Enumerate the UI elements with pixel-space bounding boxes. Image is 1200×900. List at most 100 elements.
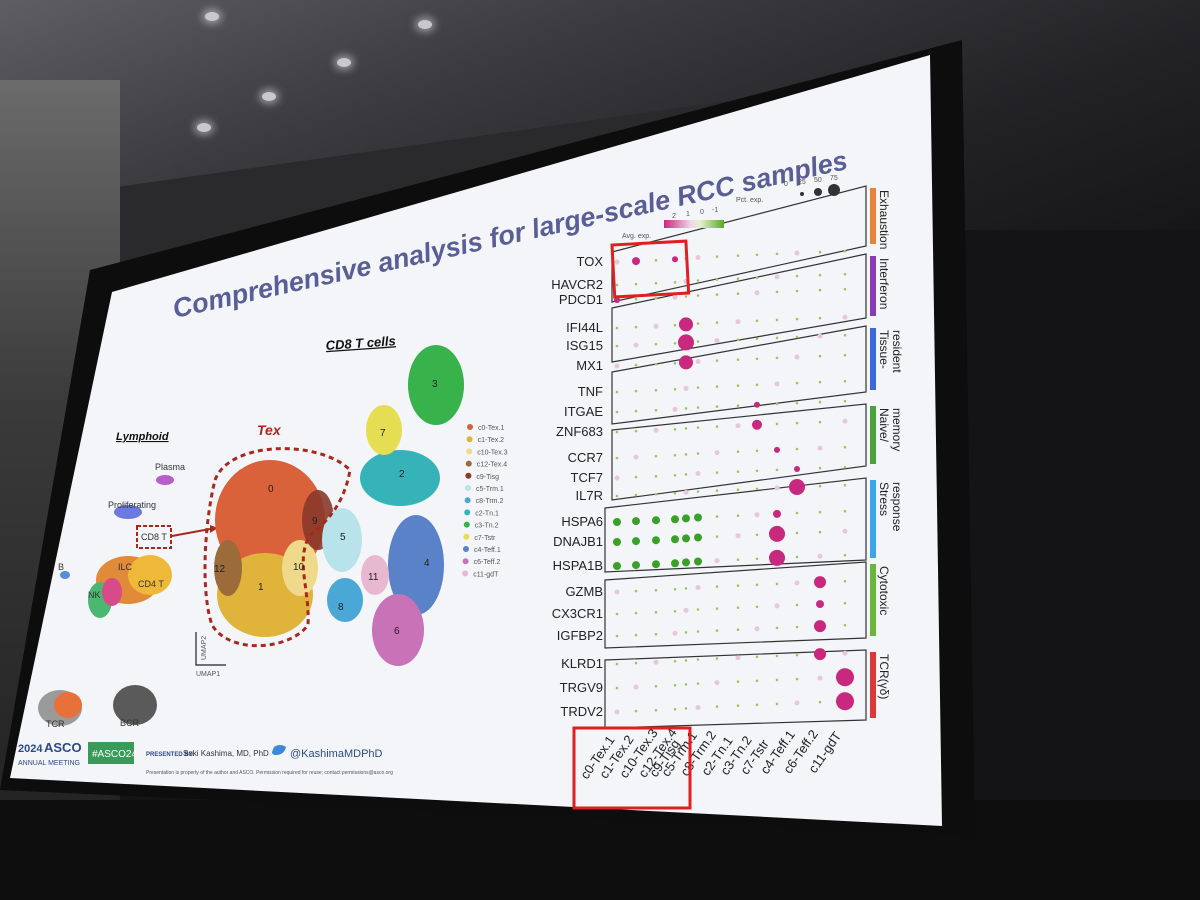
tex-columns-highlight-box — [572, 726, 692, 810]
meeting-sub: ANNUAL MEETING — [18, 760, 80, 767]
dot-mark — [736, 384, 740, 388]
cluster-num: 8 — [338, 602, 344, 613]
dot-mark — [818, 700, 822, 704]
dot-mark — [736, 450, 740, 454]
cluster-num: 12 — [214, 564, 226, 575]
ceiling-light — [205, 12, 219, 21]
dot-mark — [795, 317, 799, 321]
dot-mark — [654, 454, 658, 458]
dot-mark — [714, 338, 720, 344]
dot-mark — [653, 323, 659, 329]
legend-swatch — [462, 558, 469, 565]
dot-mark — [795, 625, 799, 629]
pct-dot-25 — [800, 192, 804, 196]
category-label: Exhaustion — [877, 190, 891, 249]
dot-mark — [696, 452, 700, 455]
dot-mark — [769, 549, 785, 566]
dot-mark — [774, 381, 780, 387]
dot-mark — [632, 517, 640, 526]
legend-label: c12-Tex.4 — [477, 462, 507, 469]
dot-mark — [795, 511, 799, 515]
dot-mark — [652, 536, 660, 545]
dot-mark — [673, 492, 677, 495]
dot-mark — [673, 588, 677, 591]
dot-mark — [684, 407, 688, 410]
dot-mark — [736, 704, 740, 707]
dot-mark — [843, 445, 847, 449]
dot-mark — [715, 657, 719, 660]
dot-mark — [634, 493, 638, 497]
gene-label: KLRD1 — [561, 656, 603, 671]
dot-mark — [755, 383, 759, 387]
gene-label: HSPA1B — [553, 558, 603, 573]
pct-exp-tick: 75 — [830, 175, 838, 182]
dot-mark — [715, 278, 719, 281]
ceiling-light — [418, 20, 432, 29]
pct-exp-tick: 50 — [814, 177, 822, 184]
hashtag-box — [88, 742, 134, 764]
dot-mark — [613, 562, 621, 570]
dot-mark — [672, 630, 678, 636]
dot-mark — [775, 402, 779, 406]
dot-mark — [755, 469, 759, 473]
cluster-num: 5 — [340, 532, 346, 543]
dot-mark — [671, 559, 679, 568]
dot-mark — [843, 353, 847, 357]
category-label: Cytotoxic — [877, 566, 891, 615]
dot-mark — [843, 579, 847, 583]
dot-mark — [683, 385, 689, 391]
cd4-label: CD4 T — [138, 579, 164, 589]
dot-mark — [633, 684, 639, 690]
dot-mark — [735, 319, 741, 325]
dot-mark — [615, 686, 619, 690]
cluster-num: 3 — [432, 379, 438, 390]
dot-mark — [843, 249, 847, 253]
dot-mark — [795, 653, 799, 657]
gene-label: IGFBP2 — [557, 628, 603, 643]
dot-mark — [816, 600, 824, 609]
plasma-label: Plasma — [155, 462, 185, 472]
dot-mark — [818, 316, 822, 320]
dot-mark — [736, 584, 740, 587]
gene-label: CX3CR1 — [552, 606, 603, 621]
dot-mark — [634, 297, 638, 301]
dot-mark — [715, 629, 719, 632]
dot-mark — [795, 603, 799, 607]
dot-mark — [714, 450, 720, 456]
dot-mark — [634, 282, 638, 286]
dot-mark — [673, 454, 677, 457]
dot-mark — [735, 655, 741, 661]
dot-mark — [694, 513, 702, 522]
dot-mark — [817, 333, 823, 339]
tex-outline — [203, 447, 352, 648]
dot-mark — [634, 475, 638, 479]
avg-exp-tick: 0 — [700, 209, 704, 216]
meeting-org: ASCO — [44, 740, 82, 755]
dot-mark — [654, 708, 658, 712]
dot-mark — [673, 474, 677, 477]
dot-mark — [817, 553, 823, 559]
cd8-umap: Tex 0 1 2 3 4 5 6 7 8 9 10 11 12 UMAP2 U… — [195, 345, 464, 678]
dot-mark — [696, 294, 700, 297]
cluster-num: 11 — [368, 572, 379, 583]
dot-mark — [652, 516, 660, 525]
dot-mark — [843, 465, 847, 469]
dot-mark — [794, 466, 800, 472]
dot-mark — [613, 538, 621, 546]
dot-mark — [654, 408, 658, 412]
ceiling-light — [337, 58, 351, 67]
dot-mark — [736, 404, 740, 408]
dot-mark — [794, 250, 800, 256]
dot-mark — [684, 453, 688, 456]
dot-mark — [794, 700, 800, 706]
dot-mark — [695, 471, 701, 476]
zoom-arrow — [171, 528, 211, 537]
dot-mark — [755, 655, 759, 659]
panel-box — [611, 185, 867, 303]
dot-mark — [818, 484, 822, 488]
dot-mark — [836, 668, 854, 687]
cd8-label: CD8 T — [141, 532, 167, 542]
dot-mark — [775, 582, 779, 586]
dot-mark — [654, 632, 658, 636]
dot-mark — [817, 445, 823, 451]
